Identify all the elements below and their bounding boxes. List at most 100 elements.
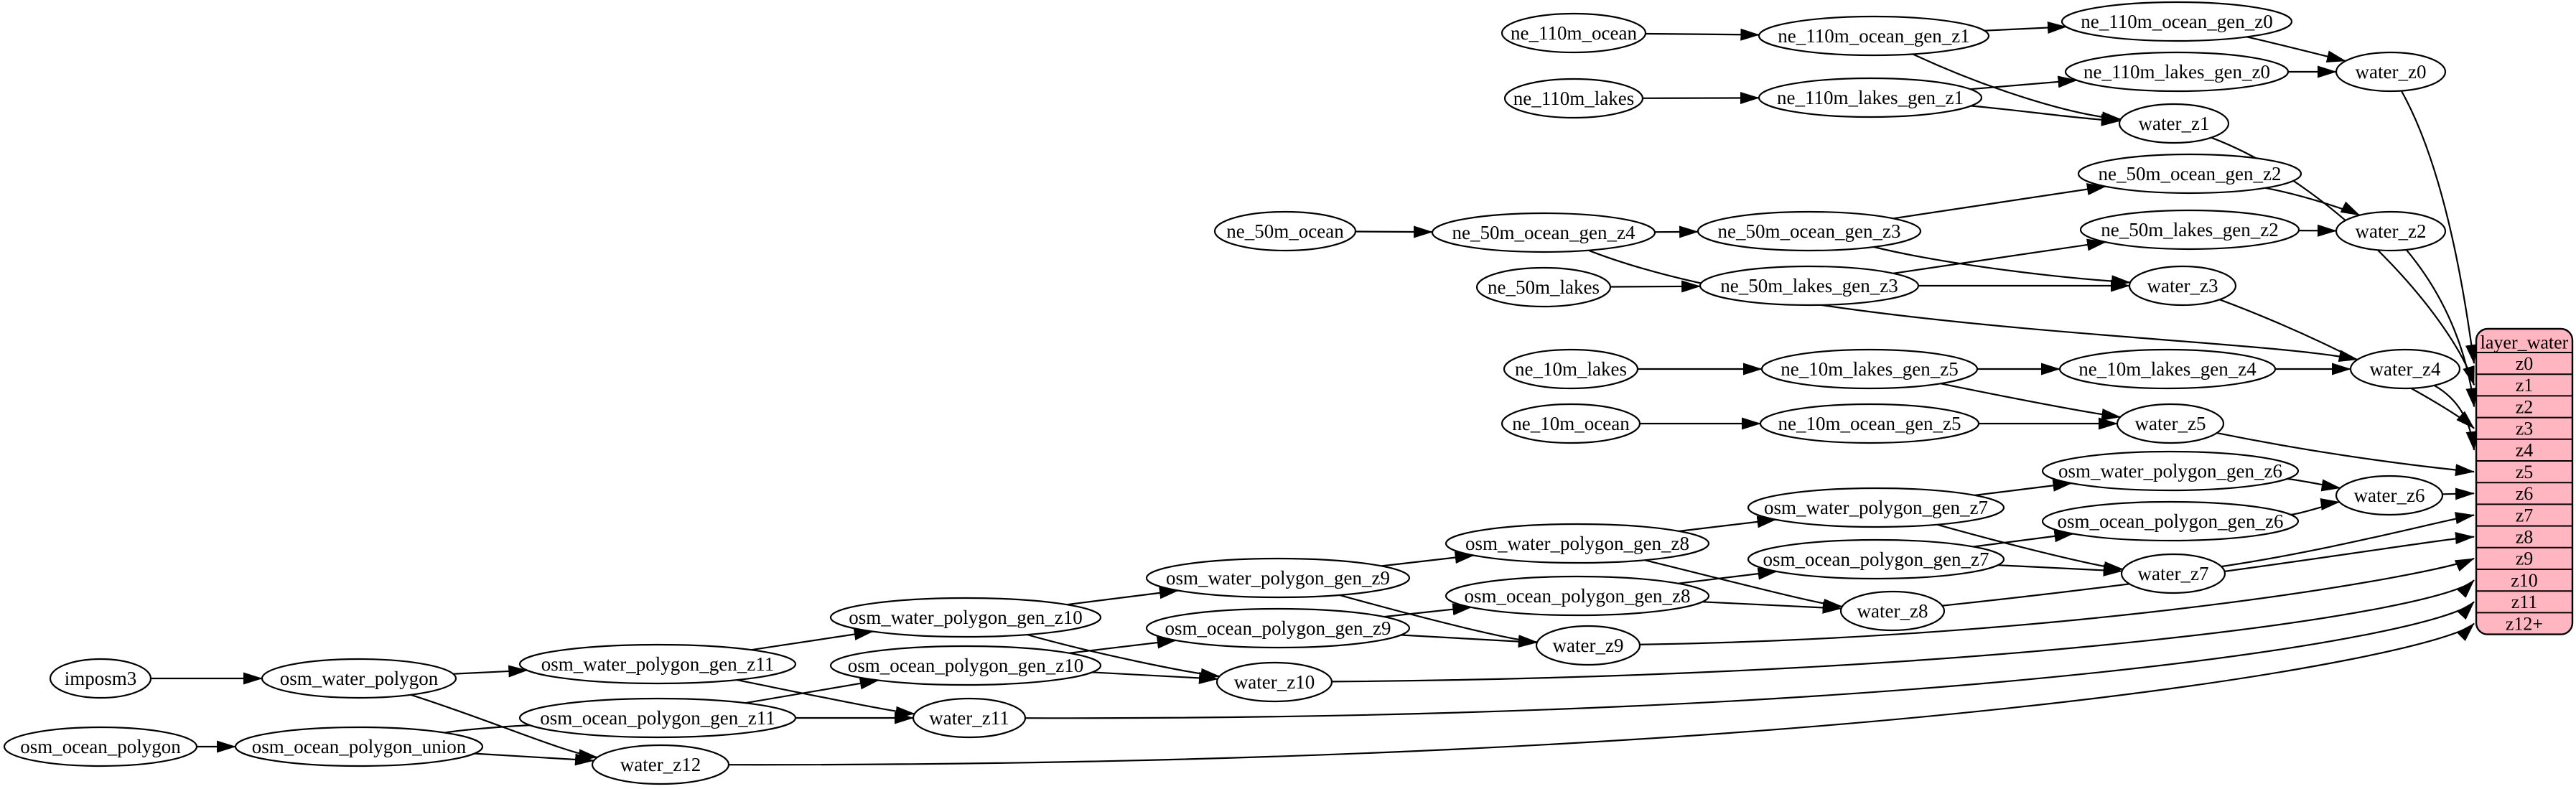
node-label-water_z5: water_z5 <box>2135 413 2206 434</box>
node-label-ne_50m_lakes: ne_50m_lakes <box>1488 276 1600 298</box>
node-osm_water_polygon_gen_z8: osm_water_polygon_gen_z8 <box>1445 523 1710 564</box>
node-water_z9: water_z9 <box>1535 625 1641 666</box>
node-label-water_z2: water_z2 <box>2356 220 2427 242</box>
node-water_z3: water_z3 <box>2128 265 2237 307</box>
node-ellipse-osm_water_polygon_gen_z6 <box>2041 450 2300 492</box>
edge-water_z4--layer_water-z4 <box>2433 384 2478 451</box>
layer-water-table-box <box>2475 327 2574 635</box>
edge-osm_ocean_polygon_gen_z10--osm_ocean_polygon_gen_z9 <box>1069 636 1177 654</box>
edge-ne_50m_lakes--ne_50m_lakes_gen_z3 <box>1610 280 1702 293</box>
node-imposm3: imposm3 <box>49 658 152 699</box>
layer-water-table: layer_waterz0z1z2z3z4z5z6z7z8z9z10z11z12… <box>2475 327 2574 635</box>
node-ellipse-water_z5 <box>2116 403 2225 444</box>
node-ne_50m_ocean_gen_z4: ne_50m_ocean_gen_z4 <box>1431 212 1656 253</box>
node-water_z12: water_z12 <box>591 744 730 785</box>
edge-osm_ocean_polygon_gen_z9--water_z9 <box>1401 634 1538 648</box>
node-ellipse-water_z8 <box>1839 590 1946 632</box>
node-water_z1: water_z1 <box>2118 103 2230 144</box>
node-water_z7: water_z7 <box>2120 553 2226 594</box>
edge-osm_ocean_polygon_gen_z11--osm_ocean_polygon_gen_z10 <box>745 677 879 704</box>
node-osm_water_polygon_gen_z9: osm_water_polygon_gen_z9 <box>1145 557 1411 599</box>
edge-osm_ocean_polygon_gen_z7--water_z7 <box>1997 564 2123 576</box>
node-ne_110m_lakes_gen_z0: ne_110m_lakes_gen_z0 <box>2064 51 2290 93</box>
node-label-ne_50m_lakes_gen_z2: ne_50m_lakes_gen_z2 <box>2101 219 2278 241</box>
layer-water-row-z4: z4 <box>2516 440 2534 461</box>
node-osm_ocean_polygon_gen_z8: osm_ocean_polygon_gen_z8 <box>1445 575 1710 617</box>
node-label-osm_water_polygon_gen_z6: osm_water_polygon_gen_z6 <box>2058 460 2282 482</box>
layer-water-row-z1: z1 <box>2516 375 2534 396</box>
node-water_z10: water_z10 <box>1215 661 1333 703</box>
layer-water-row-z7: z7 <box>2516 505 2534 526</box>
node-ellipse-water_z0 <box>2335 51 2447 93</box>
node-label-ne_10m_lakes_gen_z5: ne_10m_lakes_gen_z5 <box>1781 358 1958 380</box>
node-label-ne_50m_ocean_gen_z4: ne_50m_ocean_gen_z4 <box>1452 222 1635 243</box>
node-osm_ocean_polygon_gen_z9: osm_ocean_polygon_gen_z9 <box>1145 607 1411 649</box>
node-osm_water_polygon_gen_z10: osm_water_polygon_gen_z10 <box>829 597 1102 638</box>
node-ellipse-water_z6 <box>2335 475 2444 516</box>
layer-water-row-z9: z9 <box>2516 548 2534 569</box>
node-ellipse-ne_50m_lakes <box>1475 266 1612 308</box>
node-water_z4: water_z4 <box>2349 348 2461 390</box>
node-label-water_z10: water_z10 <box>1234 671 1315 693</box>
node-ellipse-ne_10m_lakes_gen_z5 <box>1760 348 1979 390</box>
node-label-water_z7: water_z7 <box>2138 563 2209 584</box>
layer-water-row-z8: z8 <box>2516 527 2534 548</box>
node-ellipse-ne_110m_ocean <box>1501 12 1647 54</box>
node-osm_ocean_polygon_gen_z7: osm_ocean_polygon_gen_z7 <box>1747 538 2005 580</box>
node-ellipse-ne_10m_lakes_gen_z4 <box>2058 348 2277 390</box>
node-water_z8: water_z8 <box>1839 590 1946 632</box>
node-label-water_z4: water_z4 <box>2370 358 2441 380</box>
node-label-osm_water_polygon_gen_z11: osm_water_polygon_gen_z11 <box>541 653 774 675</box>
layer-water-row-z12+: z12+ <box>2506 613 2543 634</box>
node-label-ne_110m_lakes_gen_z0: ne_110m_lakes_gen_z0 <box>2083 61 2270 83</box>
edge-water_z11--layer_water-z11 <box>1025 601 2475 719</box>
node-label-water_z1: water_z1 <box>2139 113 2210 134</box>
node-osm_ocean_polygon_gen_z6: osm_ocean_polygon_gen_z6 <box>2041 500 2300 542</box>
node-label-water_z11: water_z11 <box>929 707 1009 729</box>
layer-water-row-z10: z10 <box>2511 570 2538 591</box>
node-ellipse-ne_10m_lakes <box>1503 348 1639 390</box>
edge-osm_ocean_polygon_gen_z7--osm_ocean_polygon_gen_z6 <box>1973 530 2074 548</box>
layer-water-row-z5: z5 <box>2516 462 2534 482</box>
node-ellipse-ne_110m_ocean_gen_z0 <box>2061 1 2293 42</box>
node-label-ne_50m_ocean_gen_z2: ne_50m_ocean_gen_z2 <box>2099 163 2282 185</box>
node-label-osm_water_polygon_gen_z8: osm_water_polygon_gen_z8 <box>1465 533 1689 554</box>
layer-water-row-z11: z11 <box>2511 592 2538 612</box>
node-label-osm_ocean_polygon_gen_z11: osm_ocean_polygon_gen_z11 <box>540 707 775 729</box>
edge-water_z5--layer_water-z5 <box>2216 432 2475 477</box>
node-osm_ocean_polygon: osm_ocean_polygon <box>3 726 198 767</box>
node-ellipse-water_z1 <box>2118 103 2230 144</box>
edge-osm_ocean_polygon_gen_z9--osm_ocean_polygon_gen_z8 <box>1383 603 1473 618</box>
node-ne_50m_ocean: ne_50m_ocean <box>1213 210 1357 252</box>
node-water_z5: water_z5 <box>2116 403 2225 444</box>
node-label-ne_110m_lakes: ne_110m_lakes <box>1513 88 1634 109</box>
node-osm_ocean_polygon_union: osm_ocean_polygon_union <box>234 726 484 767</box>
node-label-ne_50m_ocean: ne_50m_ocean <box>1226 220 1344 242</box>
node-ellipse-osm_water_polygon_gen_z8 <box>1445 523 1710 564</box>
edge-water_z12--layer_water-z12+ <box>728 622 2475 766</box>
edge-osm_water_polygon--osm_water_polygon_gen_z11 <box>453 665 528 678</box>
node-ellipse-ne_110m_ocean_gen_z1 <box>1758 15 1990 57</box>
node-ellipse-water_z7 <box>2120 553 2226 594</box>
edge-ne_50m_ocean_gen_z2--water_z2 <box>2265 187 2361 216</box>
node-ellipse-osm_ocean_polygon_gen_z7 <box>1747 538 2005 580</box>
node-label-osm_water_polygon_gen_z9: osm_water_polygon_gen_z9 <box>1166 567 1390 589</box>
edge-ne_110m_lakes_gen_z1--ne_110m_lakes_gen_z0 <box>1970 75 2078 90</box>
node-ellipse-osm_ocean_polygon_gen_z9 <box>1145 607 1411 649</box>
node-label-water_z6: water_z6 <box>2354 485 2425 506</box>
edge-osm_ocean_polygon_union--water_z12 <box>474 752 594 766</box>
edge-ne_110m_lakes_gen_z1--water_z1 <box>1971 105 2121 126</box>
node-ellipse-ne_50m_lakes_gen_z2 <box>2079 209 2300 251</box>
node-ellipse-osm_water_polygon <box>261 658 457 699</box>
layer-water-row-z3: z3 <box>2516 419 2534 439</box>
node-ellipse-osm_ocean_polygon_gen_z6 <box>2041 500 2300 542</box>
node-label-water_z9: water_z9 <box>1553 635 1624 656</box>
node-label-water_z3: water_z3 <box>2147 275 2218 297</box>
node-ellipse-osm_water_polygon_gen_z7 <box>1747 487 2005 528</box>
node-ellipse-osm_ocean_polygon_union <box>234 726 484 767</box>
node-label-ne_10m_ocean_gen_z5: ne_10m_ocean_gen_z5 <box>1778 413 1961 434</box>
edge-ne_10m_lakes_gen_z5--water_z5 <box>1940 383 2122 421</box>
node-ne_10m_lakes_gen_z4: ne_10m_lakes_gen_z4 <box>2058 348 2277 390</box>
node-ellipse-ne_110m_lakes_gen_z1 <box>1758 77 1983 118</box>
edge-water_z10--layer_water-z10 <box>1331 579 2475 683</box>
